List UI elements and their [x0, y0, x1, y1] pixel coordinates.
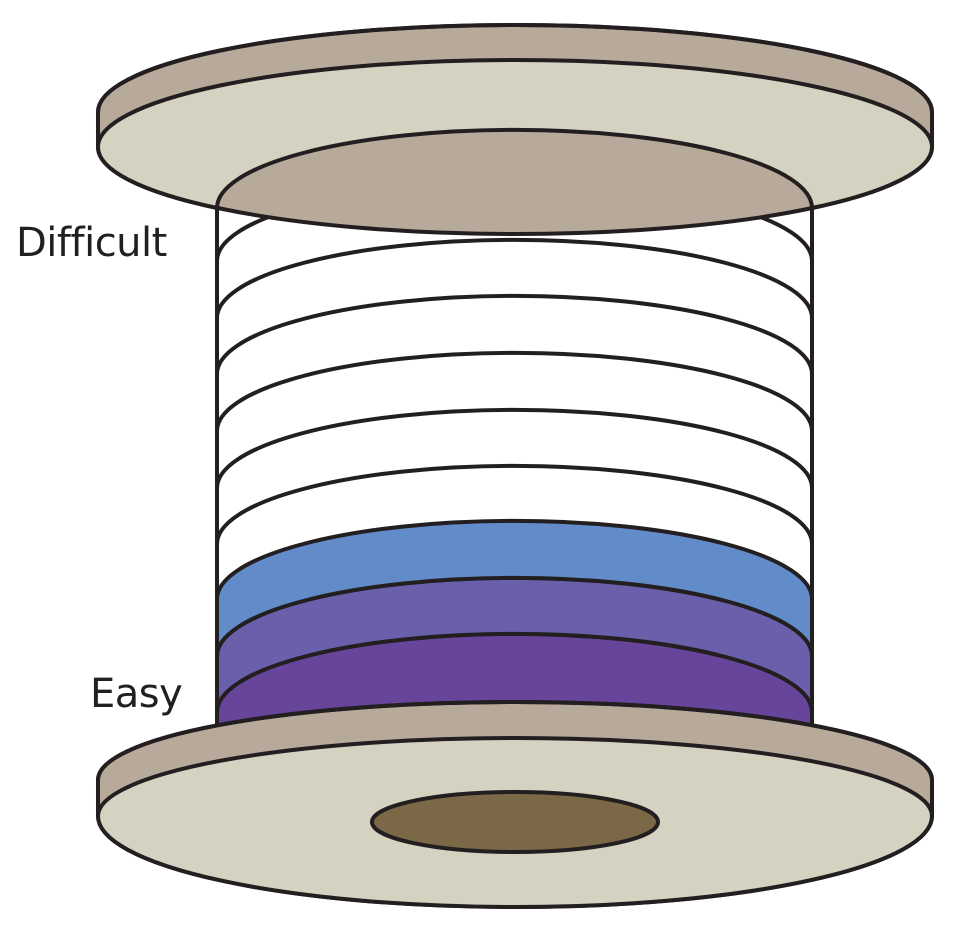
bottom-flange: [96, 700, 934, 909]
spool-hole: [370, 790, 660, 854]
band-purple: [215, 631, 814, 725]
band-blue: [215, 518, 814, 656]
label-difficult: Difficult: [16, 220, 167, 266]
top-flange: [95, 23, 934, 236]
label-easy: Easy: [90, 671, 183, 717]
